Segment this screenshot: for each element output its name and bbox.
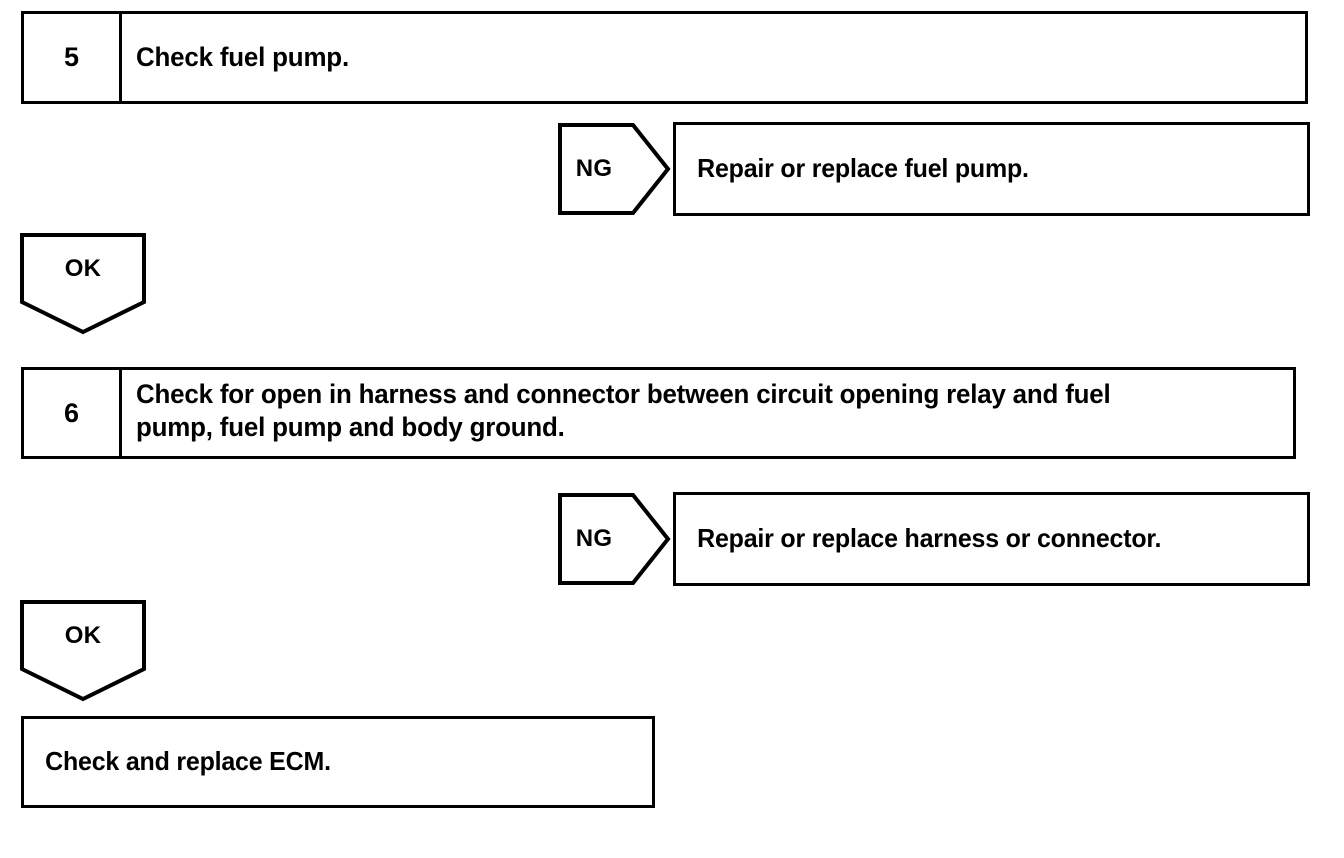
ng-action-label-6: Repair or replace harness or connector. [697, 523, 1162, 554]
ok-label-5: OK [64, 255, 102, 282]
step-number-cell-6: 6 [24, 370, 122, 456]
ok-label-6: OK [64, 622, 102, 649]
final-action-box: Check and replace ECM. [21, 716, 655, 808]
ok-pentagon-icon [20, 233, 146, 335]
ng-pentagon-icon [558, 493, 671, 585]
ng-action-label-5: Repair or replace fuel pump. [697, 153, 1029, 184]
step-instruction-6: Check for open in harness and connector … [136, 379, 1111, 442]
final-action-label: Check and replace ECM. [45, 746, 331, 777]
step-instruction-5: Check fuel pump. [136, 42, 349, 72]
ng-action-box-6: Repair or replace harness or connector. [673, 492, 1310, 586]
ng-tag-5: NG [557, 122, 671, 216]
ok-tag-6: OK [19, 599, 147, 702]
step-box-6: 6 Check for open in harness and connecto… [21, 367, 1296, 459]
step-number-cell-5: 5 [24, 14, 122, 101]
step-instruction-wrap-5: Check fuel pump. [136, 14, 1297, 101]
ng-tag-6: NG [557, 492, 671, 586]
ok-tag-5: OK [19, 232, 147, 335]
ng-label-5: NG [575, 155, 613, 182]
ng-action-box-5: Repair or replace fuel pump. [673, 122, 1310, 216]
step-instruction-wrap-6: Check for open in harness and connector … [136, 370, 1285, 456]
step-number-5: 5 [63, 42, 80, 72]
ng-pentagon-icon [558, 123, 671, 215]
ng-label-6: NG [575, 525, 613, 552]
step-number-6: 6 [63, 397, 80, 428]
ok-pentagon-icon [20, 600, 146, 702]
step-box-5: 5 Check fuel pump. [21, 11, 1308, 104]
